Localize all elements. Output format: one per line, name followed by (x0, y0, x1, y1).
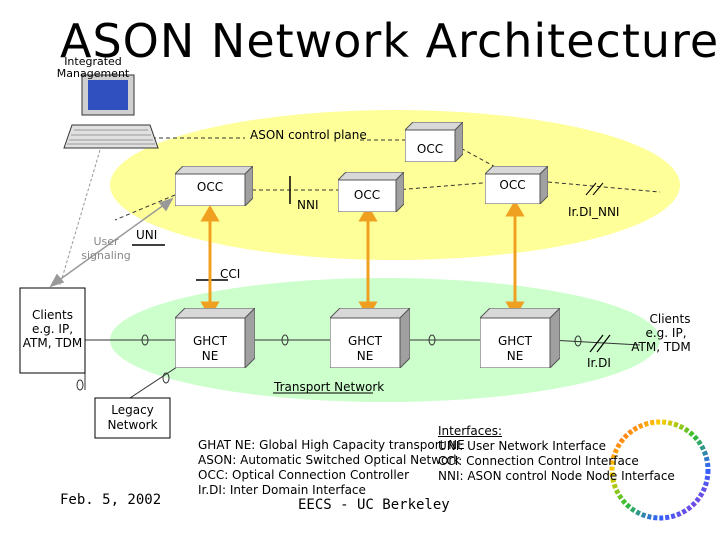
legacy-network-label: Legacy Network (95, 403, 170, 433)
definition-item: ASON: Automatic Switched Optical Network (198, 453, 461, 467)
occ-node[interactable]: OCC (405, 122, 463, 162)
definition-item: Ir.DI: Inter Domain Interface (198, 483, 366, 497)
interfaces-list: Interfaces: UNI: User Network Interface … (438, 424, 675, 484)
integrated-management-line: Management (56, 67, 130, 80)
computer-icon (63, 74, 159, 149)
ghct-label: GHCT NE (480, 334, 550, 364)
page-title: ASON Network Architecture (60, 14, 720, 68)
occ-label: OCC (353, 188, 381, 202)
irdi-label: Ir.DI (587, 356, 611, 370)
occ-box-shape (485, 166, 548, 204)
user-signaling-arrow (49, 197, 174, 288)
ghct-box-shape (480, 308, 560, 368)
definition-item: GHAT NE: Global High Capacity transport … (198, 438, 465, 452)
legacy-line: Legacy (111, 403, 154, 417)
ghct-label-line: GHCT (497, 334, 533, 348)
ghct-box-shape (175, 308, 255, 368)
user-signaling-line: User (93, 235, 119, 248)
clients-left-line: Clients (32, 308, 73, 322)
clients-left-line: e.g. IP, (31, 322, 74, 336)
decorative-ring (609, 419, 711, 521)
footer-label: EECS - UC Berkeley (298, 497, 450, 513)
occ-label: OCC (196, 180, 224, 194)
integrated-management-line: Integrated (64, 55, 122, 68)
user-signaling-line: signaling (81, 249, 131, 262)
ghct-ne-node[interactable]: GHCT NE (480, 308, 560, 368)
occ-box-shape (338, 172, 404, 212)
legacy-network-box (94, 397, 171, 439)
cci-label: CCI (220, 267, 241, 281)
integrated-management-label: Integrated Management (48, 56, 138, 80)
transport-network-label: Transport Network (274, 380, 385, 394)
occ-box-shape (175, 166, 253, 206)
uni-label: UNI (136, 228, 158, 242)
irdi-nni-label: Ir.DI_NNI (568, 205, 620, 219)
clients-left-label: Clients e.g. IP, ATM, TDM (20, 308, 85, 350)
ghct-label-line: NE (356, 349, 374, 363)
definitions-list: GHAT NE: Global High Capacity transport … (198, 438, 465, 498)
interfaces-heading: Interfaces: (438, 424, 503, 438)
control-links (114, 137, 661, 221)
irdi-break (589, 334, 611, 353)
nni-label: NNI (297, 198, 319, 212)
interface-item: NNI: ASON control Node Node Interface (438, 469, 675, 483)
date-label: Feb. 5, 2002 (60, 492, 162, 508)
ghct-label-line: NE (506, 349, 524, 363)
ghct-ne-node[interactable]: GHCT NE (330, 308, 410, 368)
user-signaling-label: User signaling (78, 235, 134, 263)
irdi-nni-break (585, 182, 604, 196)
occ-box-shape (405, 122, 463, 162)
clients-left-line: ATM, TDM (22, 336, 83, 350)
clients-right-line: Clients (649, 312, 691, 326)
clients-right-label: Clients e.g. IP, ATM, TDM (610, 312, 700, 354)
ghct-label-line: NE (201, 349, 219, 363)
clients-right-line: e.g. IP, (645, 326, 687, 340)
occ-node[interactable]: OCC (338, 172, 404, 212)
clients-right-line: ATM, TDM (631, 340, 691, 354)
occ-label: OCC (499, 178, 526, 192)
occ-node[interactable]: OCC (175, 166, 253, 206)
occ-label: OCC (416, 142, 444, 156)
definition-item: OCC: Optical Connection Controller (198, 468, 410, 482)
control-plane-label: ASON control plane (250, 128, 367, 142)
ghct-label-line: GHCT (347, 334, 383, 348)
ghct-ne-node[interactable]: GHCT NE (175, 308, 255, 368)
occ-node[interactable]: OCC (485, 166, 548, 204)
legacy-line: Network (107, 418, 158, 432)
ghct-label: GHCT NE (330, 334, 400, 364)
ghct-label: GHCT NE (175, 334, 245, 364)
clients-left-box (19, 287, 86, 374)
ghct-box-shape (330, 308, 410, 368)
interface-item: UNI: User Network Interface (438, 439, 606, 453)
ghct-label-line: GHCT (192, 334, 228, 348)
interface-item: CCI: Connection Control Interface (438, 454, 639, 468)
